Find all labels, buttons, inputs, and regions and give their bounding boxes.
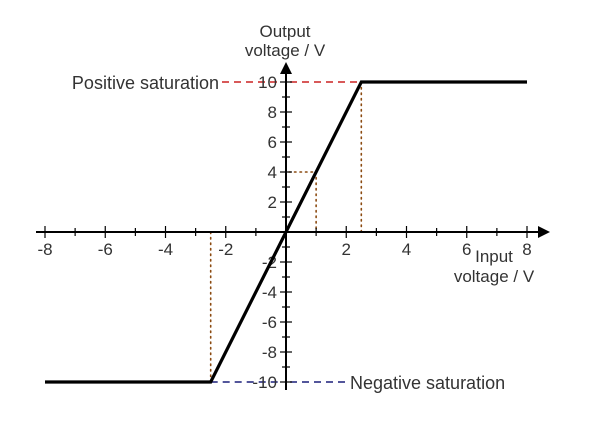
y-axis-title-line-1: Output [259, 22, 310, 41]
y-tick-label: -8 [262, 343, 277, 362]
x-tick-label: -2 [218, 240, 233, 259]
y-axis-title-line-2: voltage / V [245, 41, 326, 60]
x-tick-label: -6 [98, 240, 113, 259]
series-line-0 [45, 80, 527, 384]
y-tick-label: 2 [268, 193, 277, 212]
y-tick-label: 6 [268, 133, 277, 152]
x-tick-label: 6 [462, 240, 471, 259]
x-axis-title-line-2: voltage / V [454, 267, 535, 286]
series-layer [45, 80, 527, 384]
x-axis-arrow [538, 226, 550, 238]
y-tick-label: 4 [268, 163, 277, 182]
negative-saturation-label: Negative saturation [350, 373, 505, 393]
y-tick-label: -4 [262, 283, 277, 302]
y-axis-arrow [280, 62, 292, 74]
x-tick-label: 8 [522, 240, 531, 259]
y-tick-label: 10 [258, 73, 277, 92]
x-tick-label: 4 [402, 240, 411, 259]
y-tick-label: 8 [268, 103, 277, 122]
guide-lines [209, 81, 363, 383]
y-tick-label: -6 [262, 313, 277, 332]
positive-saturation-label: Positive saturation [72, 73, 219, 93]
x-tick-label: -4 [158, 240, 173, 259]
x-tick-label: 2 [342, 240, 351, 259]
labels-layer: Output voltage / V Input voltage / V Pos… [72, 22, 535, 393]
x-tick-label: -8 [37, 240, 52, 259]
y-tick-label: -10 [252, 373, 277, 392]
x-axis-title-line-1: Input [475, 247, 513, 266]
